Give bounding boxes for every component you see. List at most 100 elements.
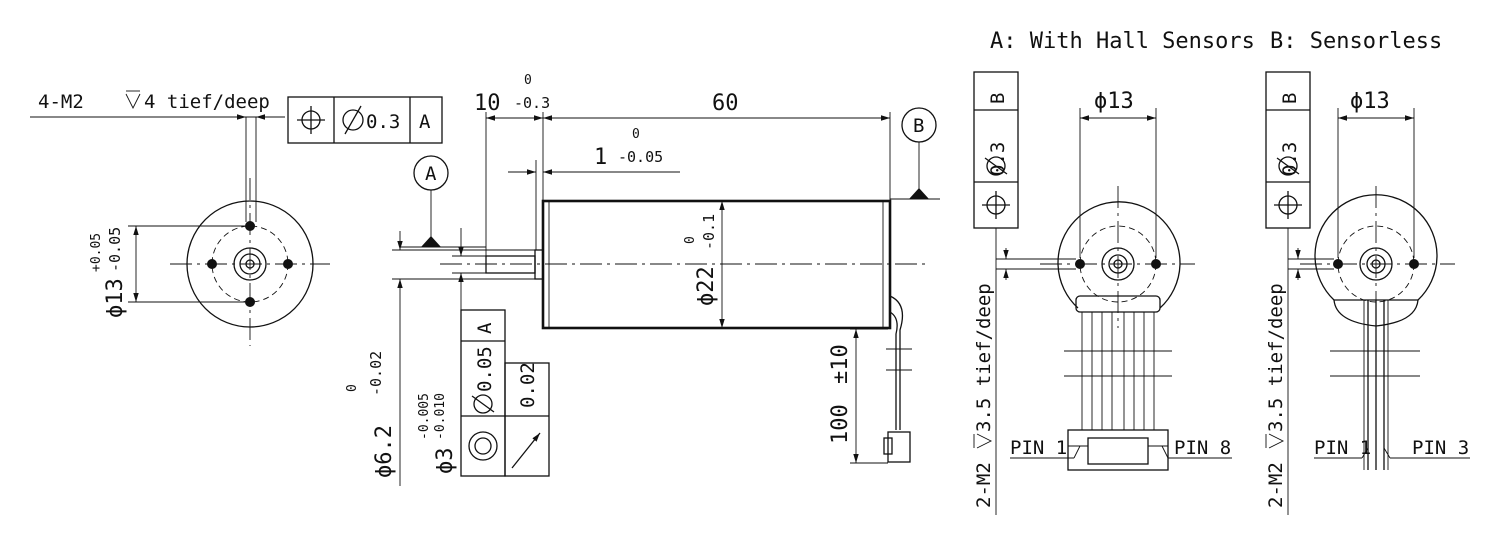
view-b-sensorless: B: Sensorless PIN 1 PIN 3 ϕ13 [1265,29,1470,515]
shaft-diameter-tol-upper: -0.005 [417,393,432,440]
body-diameter-tol-upper: 0 [683,236,698,244]
bolt-circle-tolerance-upper: +0.05 [89,233,104,272]
svg-text:ϕ13: ϕ13 [103,278,128,318]
lead-connector [887,431,911,463]
mounting-hole [245,297,255,307]
diameter-symbol-icon [1276,156,1300,176]
svg-text:+0.05: +0.05 [89,233,104,272]
thread-depth-text: 4 tief/deep [144,91,270,113]
mounting-hole [1409,259,1419,269]
svg-text:0: 0 [345,384,360,392]
position-tolerance-frame: 0.3 A [287,96,443,144]
view-b-bolt-circle-diameter: ϕ13 [1350,89,1390,114]
mounting-hole [283,259,293,269]
shaft-length-tol-upper: 0 [524,73,532,88]
runout-tolerance-frame: 0.02 [504,362,550,477]
view-a-position-tolerance-frame: B 0.3 [973,71,1019,229]
datum-b-label: B [913,115,924,137]
view-a-hall-sensors: A: With Hall Sensors [973,29,1255,515]
view-b-title: B: Sensorless [1270,29,1442,54]
pin-8-label: PIN 8 [1174,437,1231,459]
view-a-fcf-tolerance: 0.3 [987,142,1009,176]
side-view: 10 0 -0.3 60 1 0 -0.05 ϕ22 0 -0.1 A B [345,73,940,486]
motor-face-outline [1314,194,1438,301]
fcf-tolerance: 0.3 [366,111,400,133]
fcf-datum: A [419,111,431,133]
svg-text:3.5 tief/deep: 3.5 tief/deep [973,283,995,432]
flange-diameter-tol-lower: -0.02 [367,351,385,396]
svg-text:±10: ±10 [828,344,853,384]
svg-text:-0.005: -0.005 [417,393,432,440]
view-a-title: A: With Hall Sensors [990,29,1255,54]
bolt-circle-diameter: ϕ13 [103,278,128,318]
mounting-hole [207,259,217,269]
concentricity-tolerance: 0.05 [474,346,496,392]
mounting-hole [1151,259,1161,269]
bolt-circle-tolerance-lower: -0.05 [106,227,124,272]
pin-1-label: PIN 1 [1314,437,1371,459]
view-a-fcf-datum: B [987,93,1009,104]
body-diameter-tol-lower: -0.1 [700,214,718,250]
svg-text:ϕ22: ϕ22 [694,266,719,306]
shaft-length-dim: 10 [474,91,501,116]
circular-runout-icon [511,432,541,469]
position-symbol-icon [1274,191,1302,219]
ribbon-cable [1064,312,1172,430]
pin-1-label: PIN 1 [1010,437,1067,459]
svg-text:-0.05: -0.05 [106,227,124,272]
flange-thickness-dim: 1 [594,145,607,170]
svg-text:-0.1: -0.1 [700,214,718,250]
shaft-diameter-tol-lower: -0.010 [433,393,448,440]
pin-connector [1067,429,1169,471]
flange-thickness-tol-lower: -0.05 [618,148,663,166]
mounting-hole [1333,259,1343,269]
output-shaft [485,255,536,274]
view-b-fcf-datum: B [1279,93,1301,104]
pin-3-label: PIN 3 [1412,437,1469,459]
svg-text:0: 0 [683,236,698,244]
thread-callout: 4-M2 [38,91,84,113]
lead-length-tol: ±10 [828,344,853,384]
counterbore-depth-icon [1265,433,1285,449]
position-symbol-icon [982,191,1010,219]
svg-text:ϕ6.2: ϕ6.2 [372,425,397,478]
lead-cable: 100 ±10 [828,295,912,464]
svg-text:-0.010: -0.010 [433,393,448,440]
diameter-symbol-icon [342,105,364,135]
mounting-hole [1075,259,1085,269]
lead-length-dim: 100 [828,404,853,444]
concentricity-tolerance-frame: A 0.05 [460,309,506,477]
flange-diameter-tol-upper: 0 [345,384,360,392]
view-a-thread-depth: 3.5 tief/deep [973,283,995,432]
motor-face-outline [186,200,314,328]
counterbore-depth-icon [125,90,141,110]
counterbore-depth-icon [973,433,993,449]
runout-tolerance: 0.02 [517,362,539,408]
view-b-position-tolerance-frame: B 0.3 [1265,71,1311,229]
shaft-diameter: ϕ3 [433,448,458,475]
view-b-thread-callout: 2-M2 [1265,462,1287,508]
flange-diameter: ϕ6.2 [372,425,397,478]
concentricity-symbol-icon [468,431,498,461]
svg-text:2-M2: 2-M2 [1265,462,1287,508]
view-b-fcf-tolerance: 0.3 [1279,142,1301,176]
shaft-length-tol-lower: -0.3 [514,94,550,112]
svg-text:ϕ3: ϕ3 [433,448,458,475]
svg-text:100: 100 [828,404,853,444]
body-length-dim: 60 [712,91,739,116]
body-diameter: ϕ22 [694,266,719,306]
mounting-hole [245,221,255,231]
wire-leads [1330,300,1420,470]
left-front-view: 4-M2 4 tief/deep 0.3 A [30,90,443,346]
svg-text:2-M2: 2-M2 [973,462,995,508]
view-a-thread-callout: 2-M2 [973,462,995,508]
svg-text:3.5 tief/deep: 3.5 tief/deep [1265,283,1287,432]
flange-thickness-tol-upper: 0 [632,127,640,142]
view-b-thread-depth: 3.5 tief/deep [1265,283,1287,432]
concentricity-datum: A [474,322,496,334]
datum-a-label: A [425,163,437,185]
diameter-symbol-icon [984,156,1008,176]
diameter-symbol-icon [471,394,495,414]
